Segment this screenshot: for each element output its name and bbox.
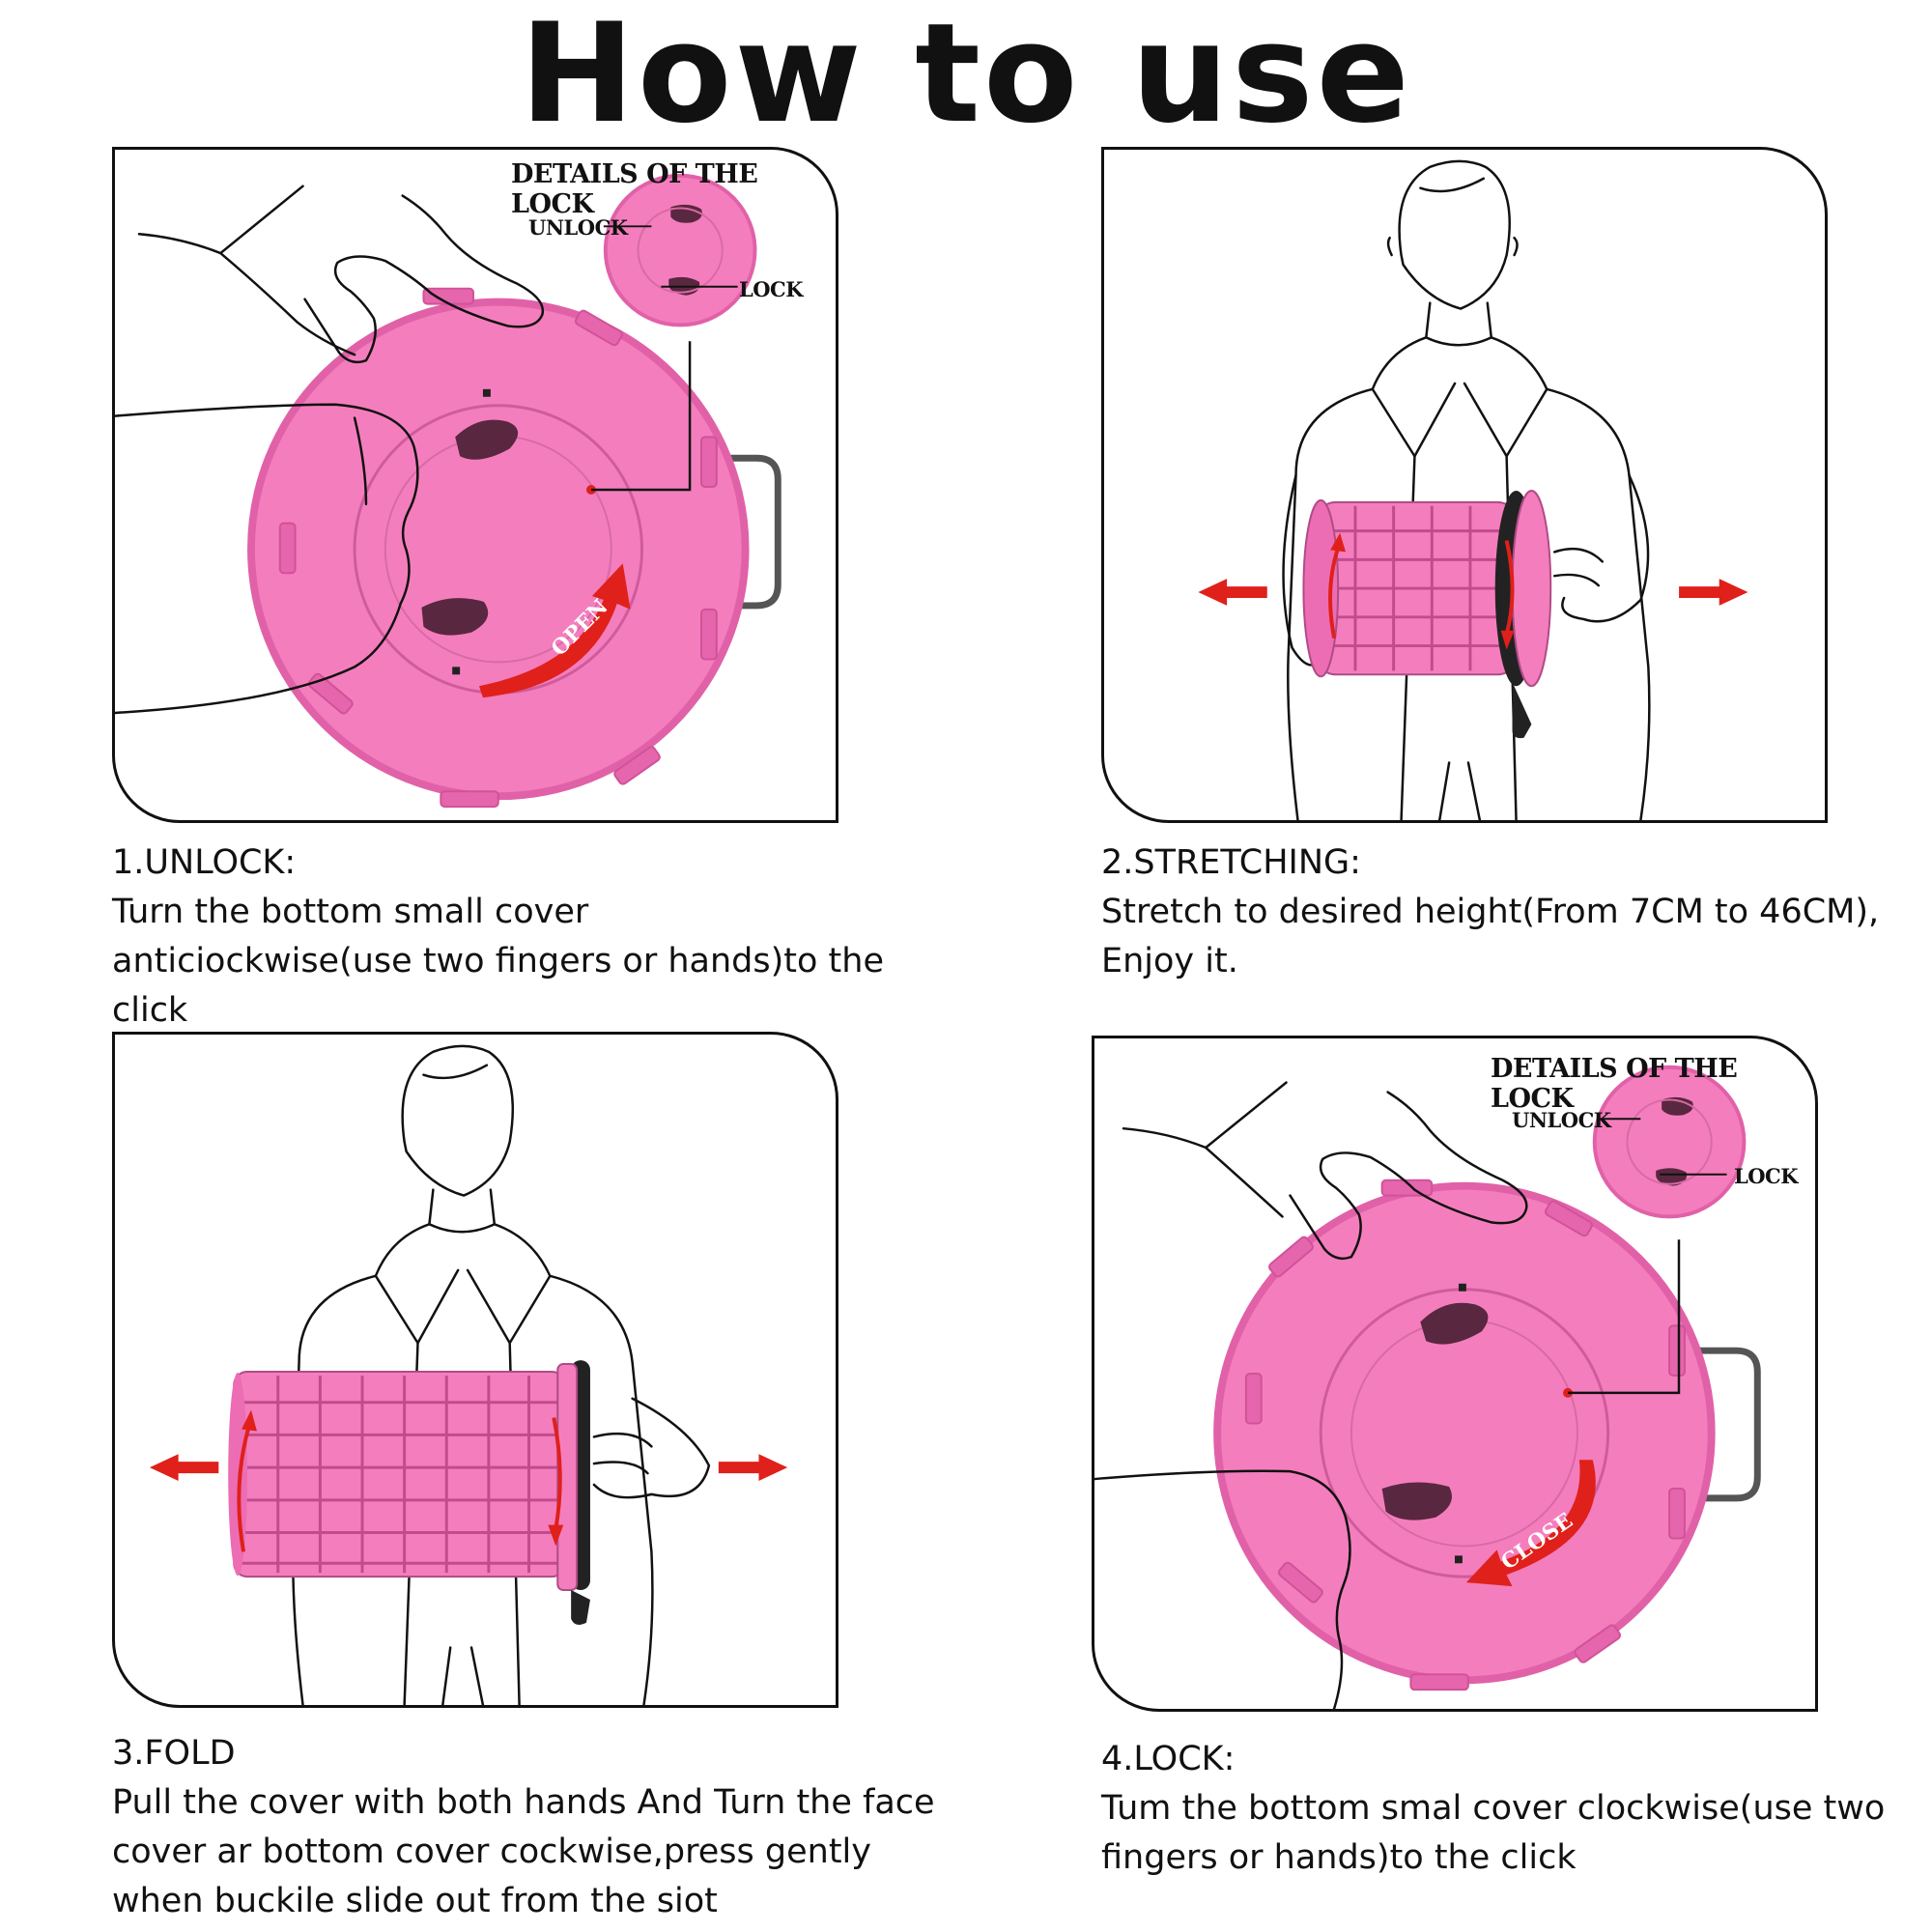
details-of-the-lock-title: DETAILS OF THE LOCK xyxy=(1491,1054,1738,1114)
step-2-caption: 2.STRETCHING: Stretch to desired height(… xyxy=(1101,838,1913,986)
step-3-heading: 3.FOLD xyxy=(112,1734,236,1773)
step-4-caption: 4.LOCK: Tum the bottom smal cover clockw… xyxy=(1101,1735,1913,1883)
step-3-caption: 3.FOLD Pull the cover with both hands An… xyxy=(112,1729,943,1926)
person-folding-stool-icon xyxy=(149,1044,788,1705)
step-2-heading: 2.STRETCHING: xyxy=(1101,843,1361,882)
hand-turning-pink-cover-icon: CLOSE xyxy=(1094,1065,1761,1709)
step-1-panel: OPEN DETAILS OF THE LOCK UNLOCK LOCK xyxy=(112,147,838,823)
step-2-text: Stretch to desired height(From 7CM to 46… xyxy=(1101,893,1880,980)
step-1-heading: 1.UNLOCK: xyxy=(112,843,297,882)
step-4-text: Tum the bottom smal cover clockwise(use … xyxy=(1101,1789,1886,1877)
page-title: How to use xyxy=(520,0,1412,154)
step-3-panel xyxy=(112,1032,838,1708)
step-2-panel xyxy=(1101,147,1828,823)
step-4-heading: 4.LOCK: xyxy=(1101,1740,1236,1778)
lock-label: LOCK xyxy=(1734,1164,1799,1188)
details-of-the-lock-title: DETAILS OF THE LOCK xyxy=(511,159,758,219)
hand-turning-pink-cover-icon: OPEN xyxy=(115,173,781,809)
unlock-label: UNLOCK xyxy=(1512,1108,1611,1132)
unlock-label: UNLOCK xyxy=(528,215,628,240)
step-1-caption: 1.UNLOCK: Turn the bottom small cover an… xyxy=(112,838,885,1036)
step-1-text: Turn the bottom small cover anticiockwis… xyxy=(112,893,884,1030)
step-4-panel: CLOSE DETAILS OF THE LOCK UNLOCK LOCK xyxy=(1092,1036,1818,1712)
person-stretching-stool-icon xyxy=(1198,159,1748,820)
step-3-text: Pull the cover with both hands And Turn … xyxy=(112,1783,935,1920)
lock-label: LOCK xyxy=(739,277,804,301)
